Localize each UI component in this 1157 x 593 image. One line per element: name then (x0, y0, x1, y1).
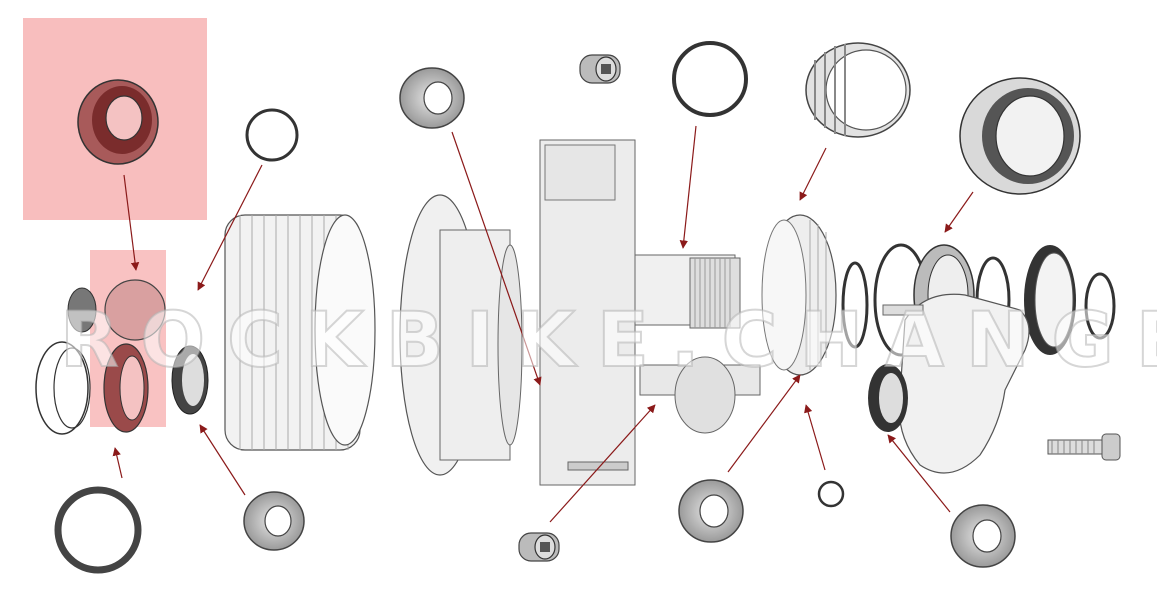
ring-gear (761, 214, 837, 376)
callout-arrows (112, 125, 974, 523)
o-ring-small-left[interactable] (245, 108, 299, 162)
bearing-top-left[interactable] (399, 67, 465, 129)
needle-bearing-top[interactable] (579, 54, 621, 84)
seal-ring-left-white[interactable] (35, 341, 89, 435)
needle-roller-cage[interactable] (805, 42, 911, 138)
circlip-right-1[interactable] (841, 261, 869, 349)
rotor-housing (399, 194, 523, 476)
bearing-left-dark[interactable] (171, 345, 209, 415)
large-bearing[interactable] (959, 77, 1081, 195)
bearing-housing-dark[interactable] (868, 364, 908, 432)
gear-assembly (539, 139, 761, 486)
bearing-bottom-right[interactable] (950, 504, 1016, 568)
circlip-right-4[interactable] (1084, 272, 1116, 340)
highlighted-bearing[interactable] (77, 79, 159, 165)
bearing-left-upper[interactable] (104, 279, 166, 341)
o-ring-large-bottom[interactable] (54, 486, 142, 574)
bolt[interactable] (1047, 433, 1121, 461)
bearing-bottom-left[interactable] (243, 491, 305, 551)
circlip-left[interactable] (67, 287, 97, 333)
o-ring-tiny[interactable] (817, 480, 845, 508)
seal-ring-left-pink[interactable] (103, 343, 149, 433)
o-ring-top-center[interactable] (672, 41, 748, 117)
bearing-bottom-center[interactable] (678, 479, 744, 543)
motor-stator (224, 214, 376, 451)
needle-bearing-bottom[interactable] (518, 532, 560, 562)
gearbox-housing (868, 293, 1030, 474)
seal-ring-right-2[interactable] (1024, 245, 1076, 355)
